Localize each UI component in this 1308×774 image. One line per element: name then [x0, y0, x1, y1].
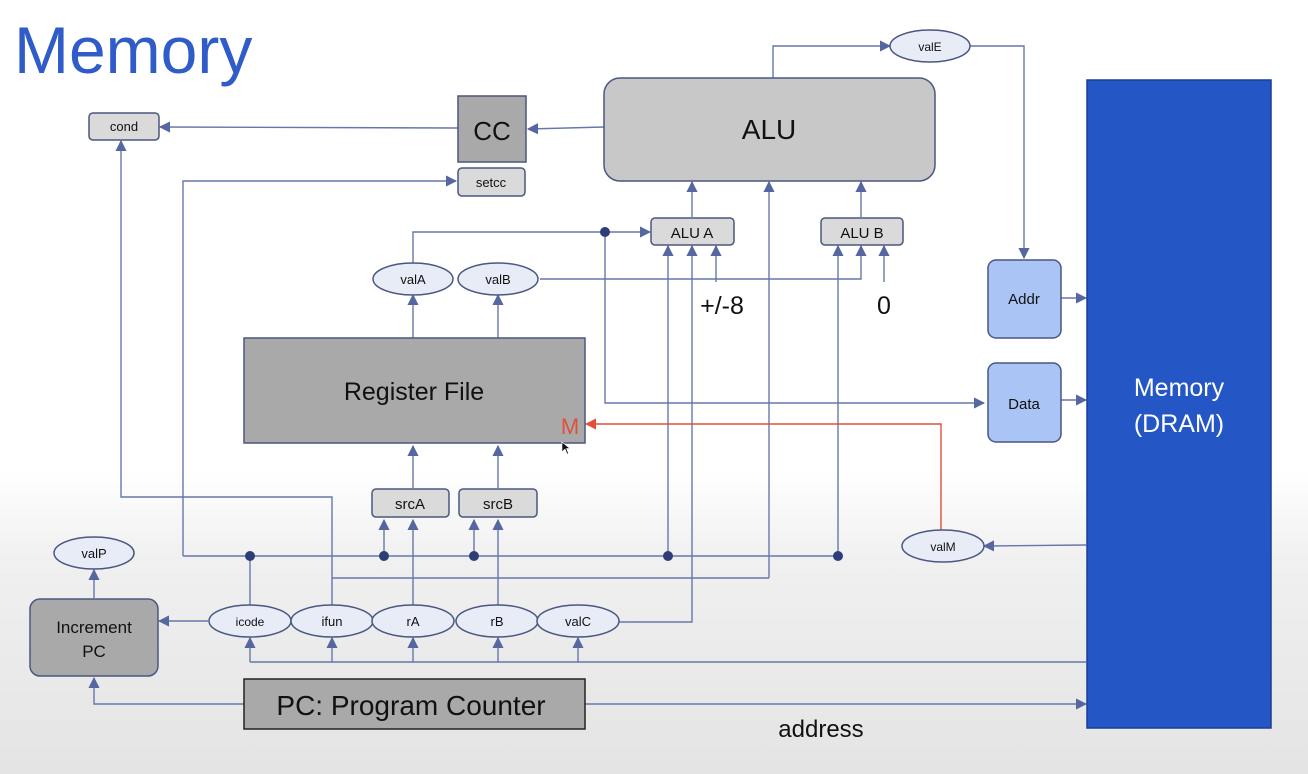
junction-dot [379, 551, 389, 561]
src-a-label: srcA [395, 496, 425, 513]
address-label: address [778, 716, 863, 743]
setcc-label: setcc [476, 175, 507, 190]
junction-dot [663, 551, 673, 561]
register-file-block: Register File M [243, 337, 586, 444]
val-m-label: valM [930, 540, 955, 554]
increment-pc-label-line1: Increment [56, 618, 132, 637]
val-b-label: valB [485, 272, 510, 287]
register-file-label: Register File [344, 378, 484, 406]
alu-label: ALU [742, 114, 796, 145]
program-counter-block: PC: Program Counter [243, 678, 586, 730]
val-a-label: valA [400, 272, 426, 287]
alu-block: ALU [603, 77, 936, 182]
constant-plus-minus-8: +/-8 [700, 292, 744, 320]
icode-label: icode [236, 615, 265, 629]
rb-node: rB [455, 604, 539, 638]
memory-dram-block: Memory (DRAM) [1086, 79, 1272, 729]
alu-a-label: ALU A [671, 225, 714, 242]
val-p-label: valP [81, 546, 106, 561]
val-e-label: valE [918, 40, 941, 54]
setcc-block: setcc [457, 167, 526, 197]
src-b-block: srcB [458, 488, 538, 518]
write-port-m-label: M [561, 414, 579, 439]
memory-label-line2: (DRAM) [1134, 410, 1224, 438]
data-label: Data [1008, 396, 1040, 413]
val-b-node: valB [457, 262, 539, 296]
alu-b-label: ALU B [840, 225, 883, 242]
program-counter-label: PC: Program Counter [276, 690, 545, 721]
wire-junctions [245, 227, 843, 561]
memory-label-line1: Memory [1134, 374, 1225, 402]
val-c-node: valC [536, 604, 620, 638]
addr-block: Addr [987, 259, 1062, 339]
ifun-label: ifun [322, 614, 343, 629]
junction-dot [600, 227, 610, 237]
val-a-node: valA [372, 262, 454, 296]
increment-pc-label-line2: PC [82, 642, 106, 661]
cc-label: CC [473, 116, 511, 146]
icode-node: icode [208, 604, 292, 638]
data-block: Data [987, 362, 1062, 443]
val-m-node: valM [901, 529, 985, 563]
junction-dot [469, 551, 479, 561]
val-p-node: valP [53, 536, 135, 570]
slide-title: Memory [14, 13, 252, 87]
alu-a-block: ALU A [650, 217, 735, 246]
ra-node: rA [371, 604, 455, 638]
cond-block: cond [88, 112, 160, 141]
rb-label: rB [491, 614, 504, 629]
constant-zero: 0 [877, 292, 891, 320]
ifun-node: ifun [290, 604, 374, 638]
cond-label: cond [110, 119, 138, 134]
wires [88, 40, 1088, 710]
src-b-label: srcB [483, 496, 513, 513]
addr-label: Addr [1008, 291, 1040, 308]
cc-block: CC [457, 95, 527, 163]
junction-dot [245, 551, 255, 561]
src-a-block: srcA [371, 488, 450, 518]
increment-pc-block: Increment PC [29, 598, 159, 677]
mouse-cursor-icon [561, 441, 571, 455]
alu-b-block: ALU B [820, 217, 904, 246]
junction-dot [833, 551, 843, 561]
val-e-node: valE [889, 29, 971, 63]
ra-label: rA [407, 614, 420, 629]
val-c-label: valC [565, 614, 591, 629]
